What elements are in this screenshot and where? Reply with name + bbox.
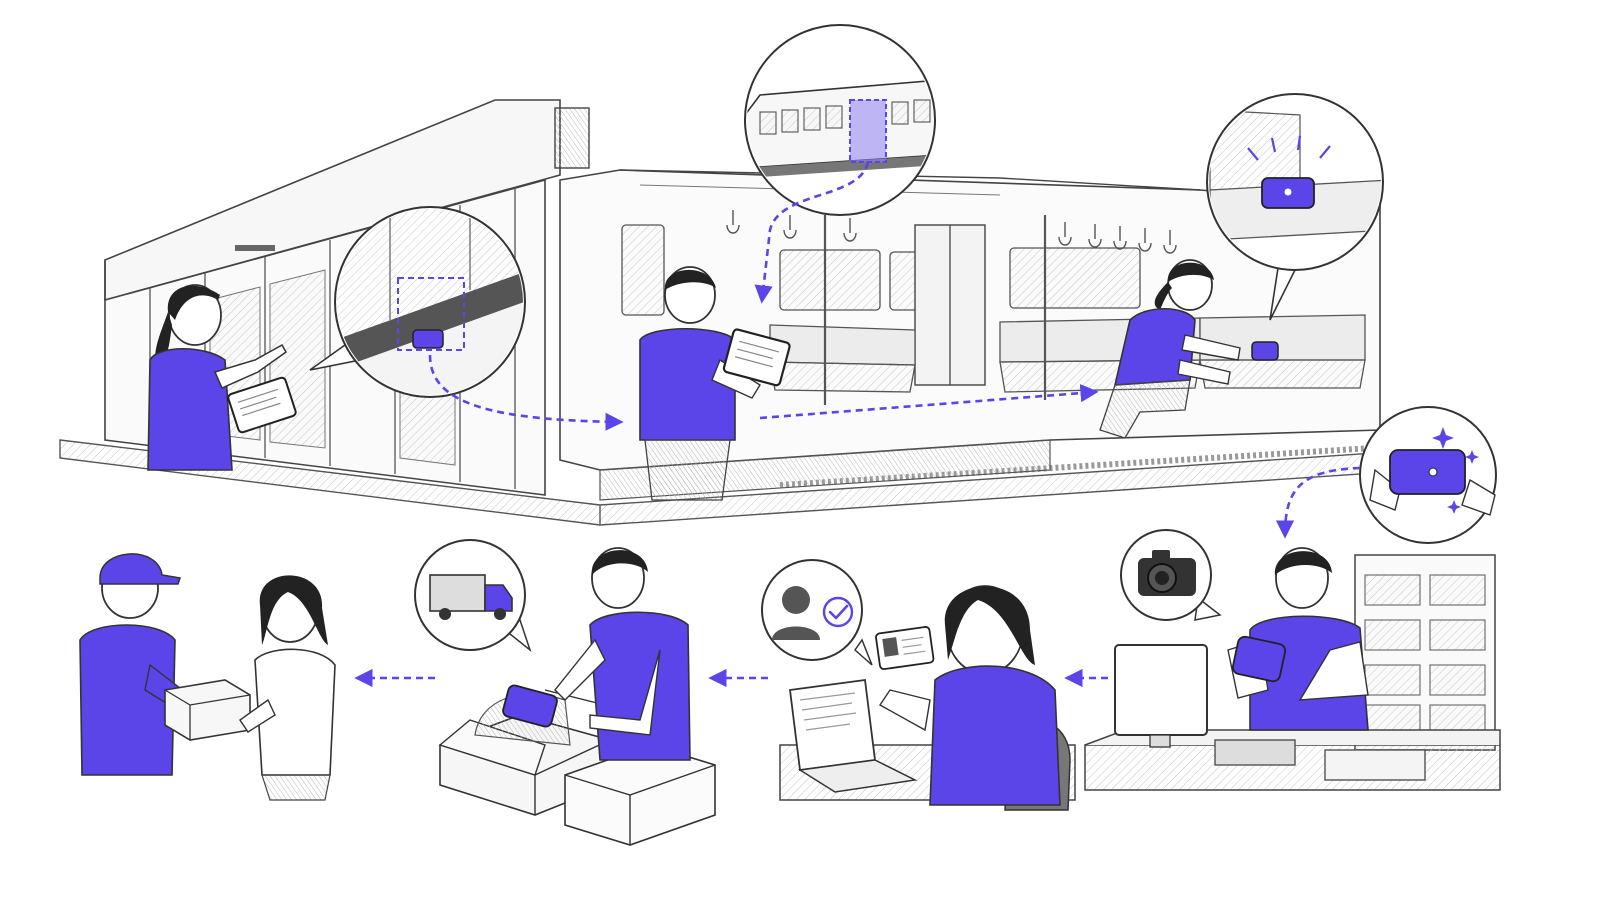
flow-arrows — [354, 161, 1361, 688]
flow-arrow-locator-to-train — [754, 161, 870, 304]
flow-arrow-train-to-seat — [759, 384, 1099, 420]
callout-wallet-in-hands — [1359, 406, 1497, 544]
camera-icon — [1138, 550, 1196, 596]
callout-seat-wallet — [1206, 93, 1384, 321]
flow-arrow-platform-to-train — [428, 354, 624, 431]
staff-train-checking-tablet — [639, 266, 791, 501]
staff-platform-pointing — [147, 284, 297, 471]
callout-train-car-locator — [744, 24, 936, 216]
delivery-scene — [79, 553, 336, 801]
callout-camera — [1120, 529, 1222, 621]
identity-check-scene — [779, 585, 1076, 811]
cap-icon — [99, 553, 181, 585]
wallet-icon — [412, 329, 444, 349]
parcel-icon — [164, 679, 251, 741]
wallet-icon — [1231, 635, 1287, 683]
flow-arrow-hands-to-office — [1275, 466, 1361, 539]
truck-icon — [429, 574, 513, 620]
callout-verified-user — [761, 559, 873, 666]
packing-scene — [438, 547, 716, 846]
train-icon — [747, 79, 933, 178]
staff-seat-retrieval — [1099, 259, 1279, 439]
callout-delivery-truck — [414, 539, 532, 653]
office-logging-scene — [1084, 547, 1501, 791]
wallet-icon — [1389, 449, 1466, 495]
wallet-icon — [502, 684, 558, 728]
user-check-icon — [772, 586, 854, 640]
callout-dropped-wallet — [309, 206, 526, 398]
wallet-icon — [1251, 341, 1279, 361]
id-card-icon — [875, 626, 935, 670]
